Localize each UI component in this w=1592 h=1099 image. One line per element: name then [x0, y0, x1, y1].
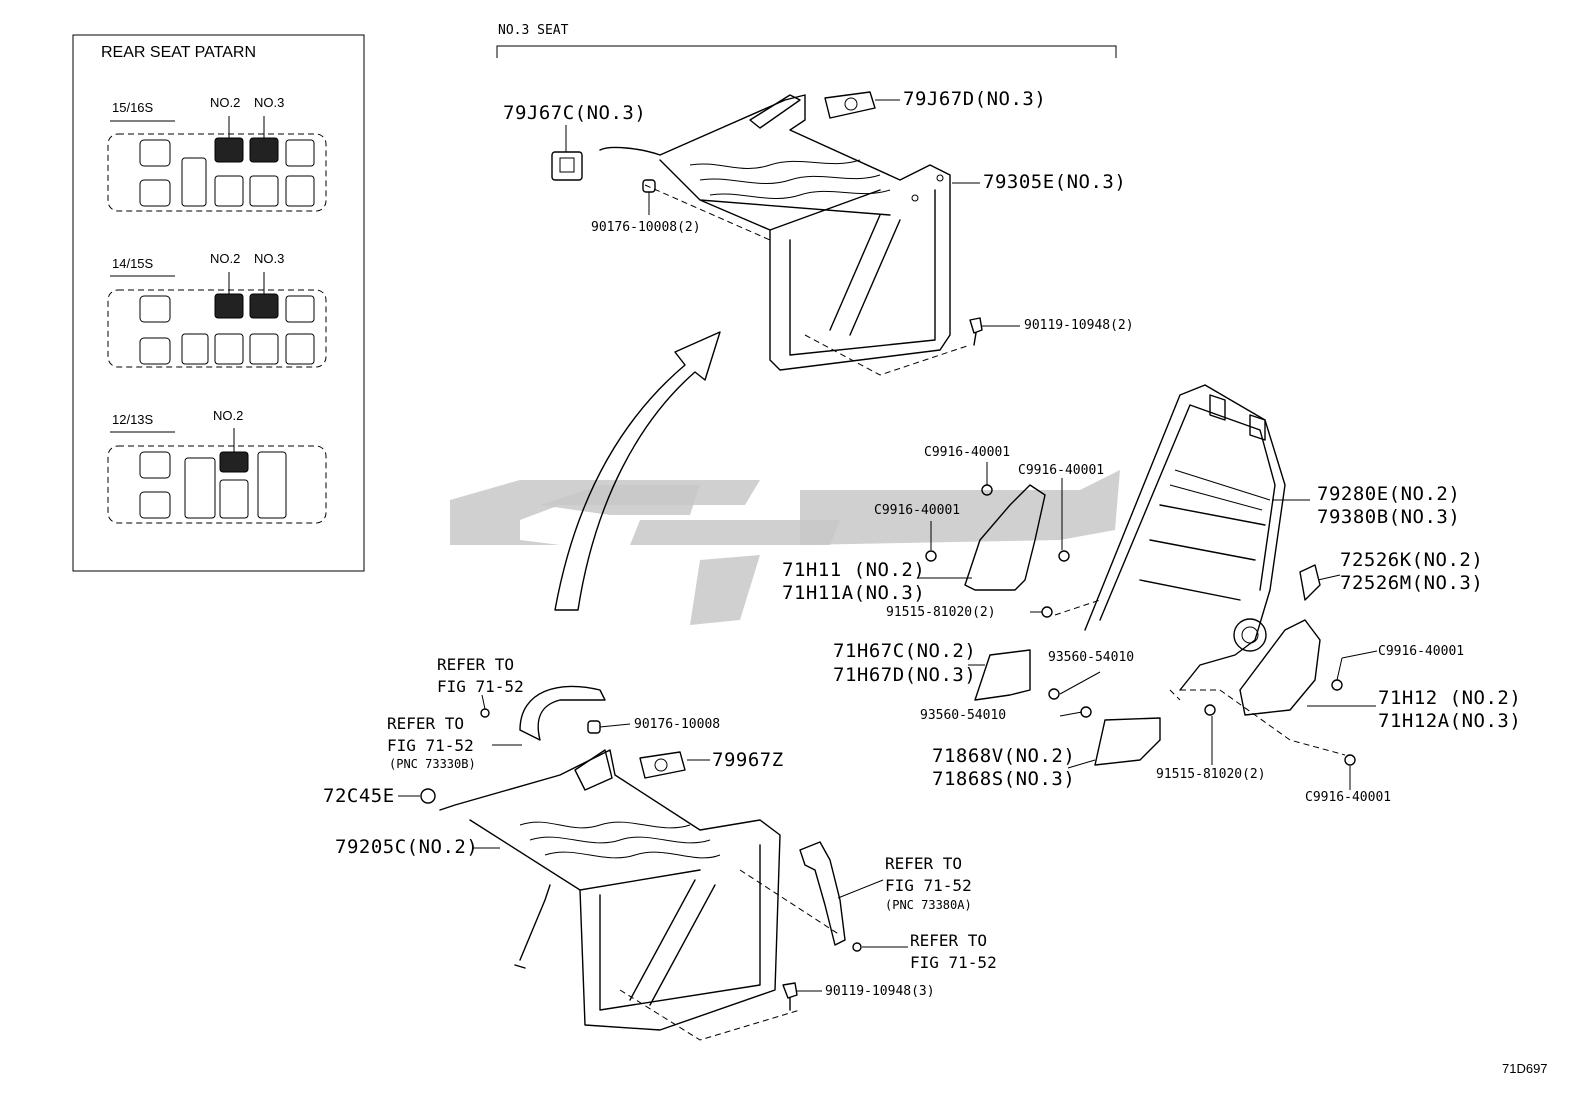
screw-icon — [1048, 688, 1060, 700]
part-71h67c — [974, 649, 1031, 701]
part-label: C9916-40001 — [874, 503, 961, 518]
legend-row-name: 15/16S — [112, 100, 154, 115]
refer-label: FIG 71-52 — [387, 736, 474, 755]
clip-icon — [1344, 754, 1356, 766]
screw-icon — [1080, 706, 1092, 718]
part-label: 93560-54010 — [920, 708, 1007, 723]
part-71868v — [1094, 717, 1161, 766]
part-label: 71868V(NO.2) — [932, 745, 1076, 767]
part-label: 72C45E — [323, 785, 395, 807]
refer-label: FIG 71-52 — [885, 876, 972, 895]
legend-marker: NO.3 — [254, 95, 285, 110]
watermark-logo — [450, 470, 1120, 625]
legend-marker: NO.3 — [254, 251, 285, 266]
part-72526k — [1299, 564, 1321, 601]
part-71h12 — [1239, 619, 1321, 716]
part-label: 90119-10948(2) — [1024, 318, 1134, 333]
legend-row-name: 12/13S — [112, 412, 154, 427]
part-label: 79J67C(NO.3) — [503, 102, 647, 124]
part-label: 91515-81020(2) — [1156, 767, 1266, 782]
part-71h11 — [964, 484, 1046, 591]
legend-panel — [72, 34, 365, 572]
part-label: C9916-40001 — [1018, 463, 1105, 478]
part-79967z — [639, 751, 686, 779]
part-72c45e — [420, 788, 436, 804]
part-label: 90176-10008(2) — [591, 220, 701, 235]
part-label: 91515-81020(2) — [886, 605, 996, 620]
part-label: 71H12 (NO.2) — [1378, 687, 1522, 709]
clip-icon — [1058, 550, 1070, 562]
part-label: 90176-10008 — [634, 717, 721, 732]
figure-id: 71D697 — [1502, 1061, 1548, 1076]
belt-anchor — [519, 685, 606, 741]
part-label: 79J67D(NO.3) — [903, 88, 1047, 110]
refer-label: (PNC 73330B) — [389, 757, 476, 771]
part-label: 71H11A(NO.3) — [782, 582, 926, 604]
clip-icon — [925, 550, 937, 562]
part-label: C9916-40001 — [1305, 790, 1392, 805]
belt-buckle — [799, 841, 846, 946]
section-bracket — [496, 45, 1117, 58]
refer-label: REFER TO — [387, 714, 465, 733]
part-label: C9916-40001 — [1378, 644, 1465, 659]
leader-lines — [398, 99, 1378, 992]
part-label: 79280E(NO.2) — [1317, 483, 1461, 505]
bolt-icon — [969, 317, 983, 346]
part-label: 71H67D(NO.3) — [833, 664, 977, 686]
bolt-icon — [782, 982, 798, 1011]
part-label: 71868S(NO.3) — [932, 768, 1076, 790]
direction-arrow — [554, 331, 721, 611]
part-label: 93560-54010 — [1048, 650, 1135, 665]
legend-marker: NO.2 — [210, 251, 241, 266]
bolt-icon — [852, 942, 862, 952]
part-label: 72526M(NO.3) — [1340, 572, 1484, 594]
refer-label: REFER TO — [885, 854, 963, 873]
bolt-icon — [480, 708, 490, 718]
part-label: 71H12A(NO.3) — [1378, 710, 1522, 732]
part-label: 79380B(NO.3) — [1317, 506, 1461, 528]
refer-label: REFER TO — [910, 931, 988, 950]
part-label: C9916-40001 — [924, 445, 1011, 460]
legend-marker: NO.2 — [210, 95, 241, 110]
refer-label: REFER TO — [437, 655, 515, 674]
part-label: 71H67C(NO.2) — [833, 640, 977, 662]
refer-label: (PNC 73380A) — [885, 898, 972, 912]
part-label: 90119-10948(3) — [825, 984, 935, 999]
part-label: 79967Z — [712, 749, 784, 771]
nut-icon — [587, 720, 601, 734]
part-79j67d — [824, 91, 876, 119]
part-79j67c — [551, 151, 583, 181]
nut-icon — [642, 179, 656, 193]
clip-icon — [1331, 679, 1343, 691]
seatback-frame — [1054, 384, 1286, 701]
part-label: 79305E(NO.3) — [983, 171, 1127, 193]
part-label: 71H11 (NO.2) — [782, 559, 926, 581]
legend-row-name: 14/15S — [112, 256, 154, 271]
legend-marker: NO.2 — [213, 408, 244, 423]
refer-label: FIG 71-52 — [910, 953, 997, 972]
part-label: 79205C(NO.2) — [335, 836, 479, 858]
screw-icon — [1204, 704, 1216, 716]
part-label: 72526K(NO.2) — [1340, 549, 1484, 571]
no2-cushion-frame — [439, 749, 841, 1041]
screw-icon — [1041, 606, 1053, 618]
refer-label: FIG 71-52 — [437, 677, 524, 696]
no3-cushion-frame — [599, 94, 971, 376]
legend-title: REAR SEAT PATARN — [101, 44, 256, 61]
section-title: NO.3 SEAT — [498, 23, 569, 38]
